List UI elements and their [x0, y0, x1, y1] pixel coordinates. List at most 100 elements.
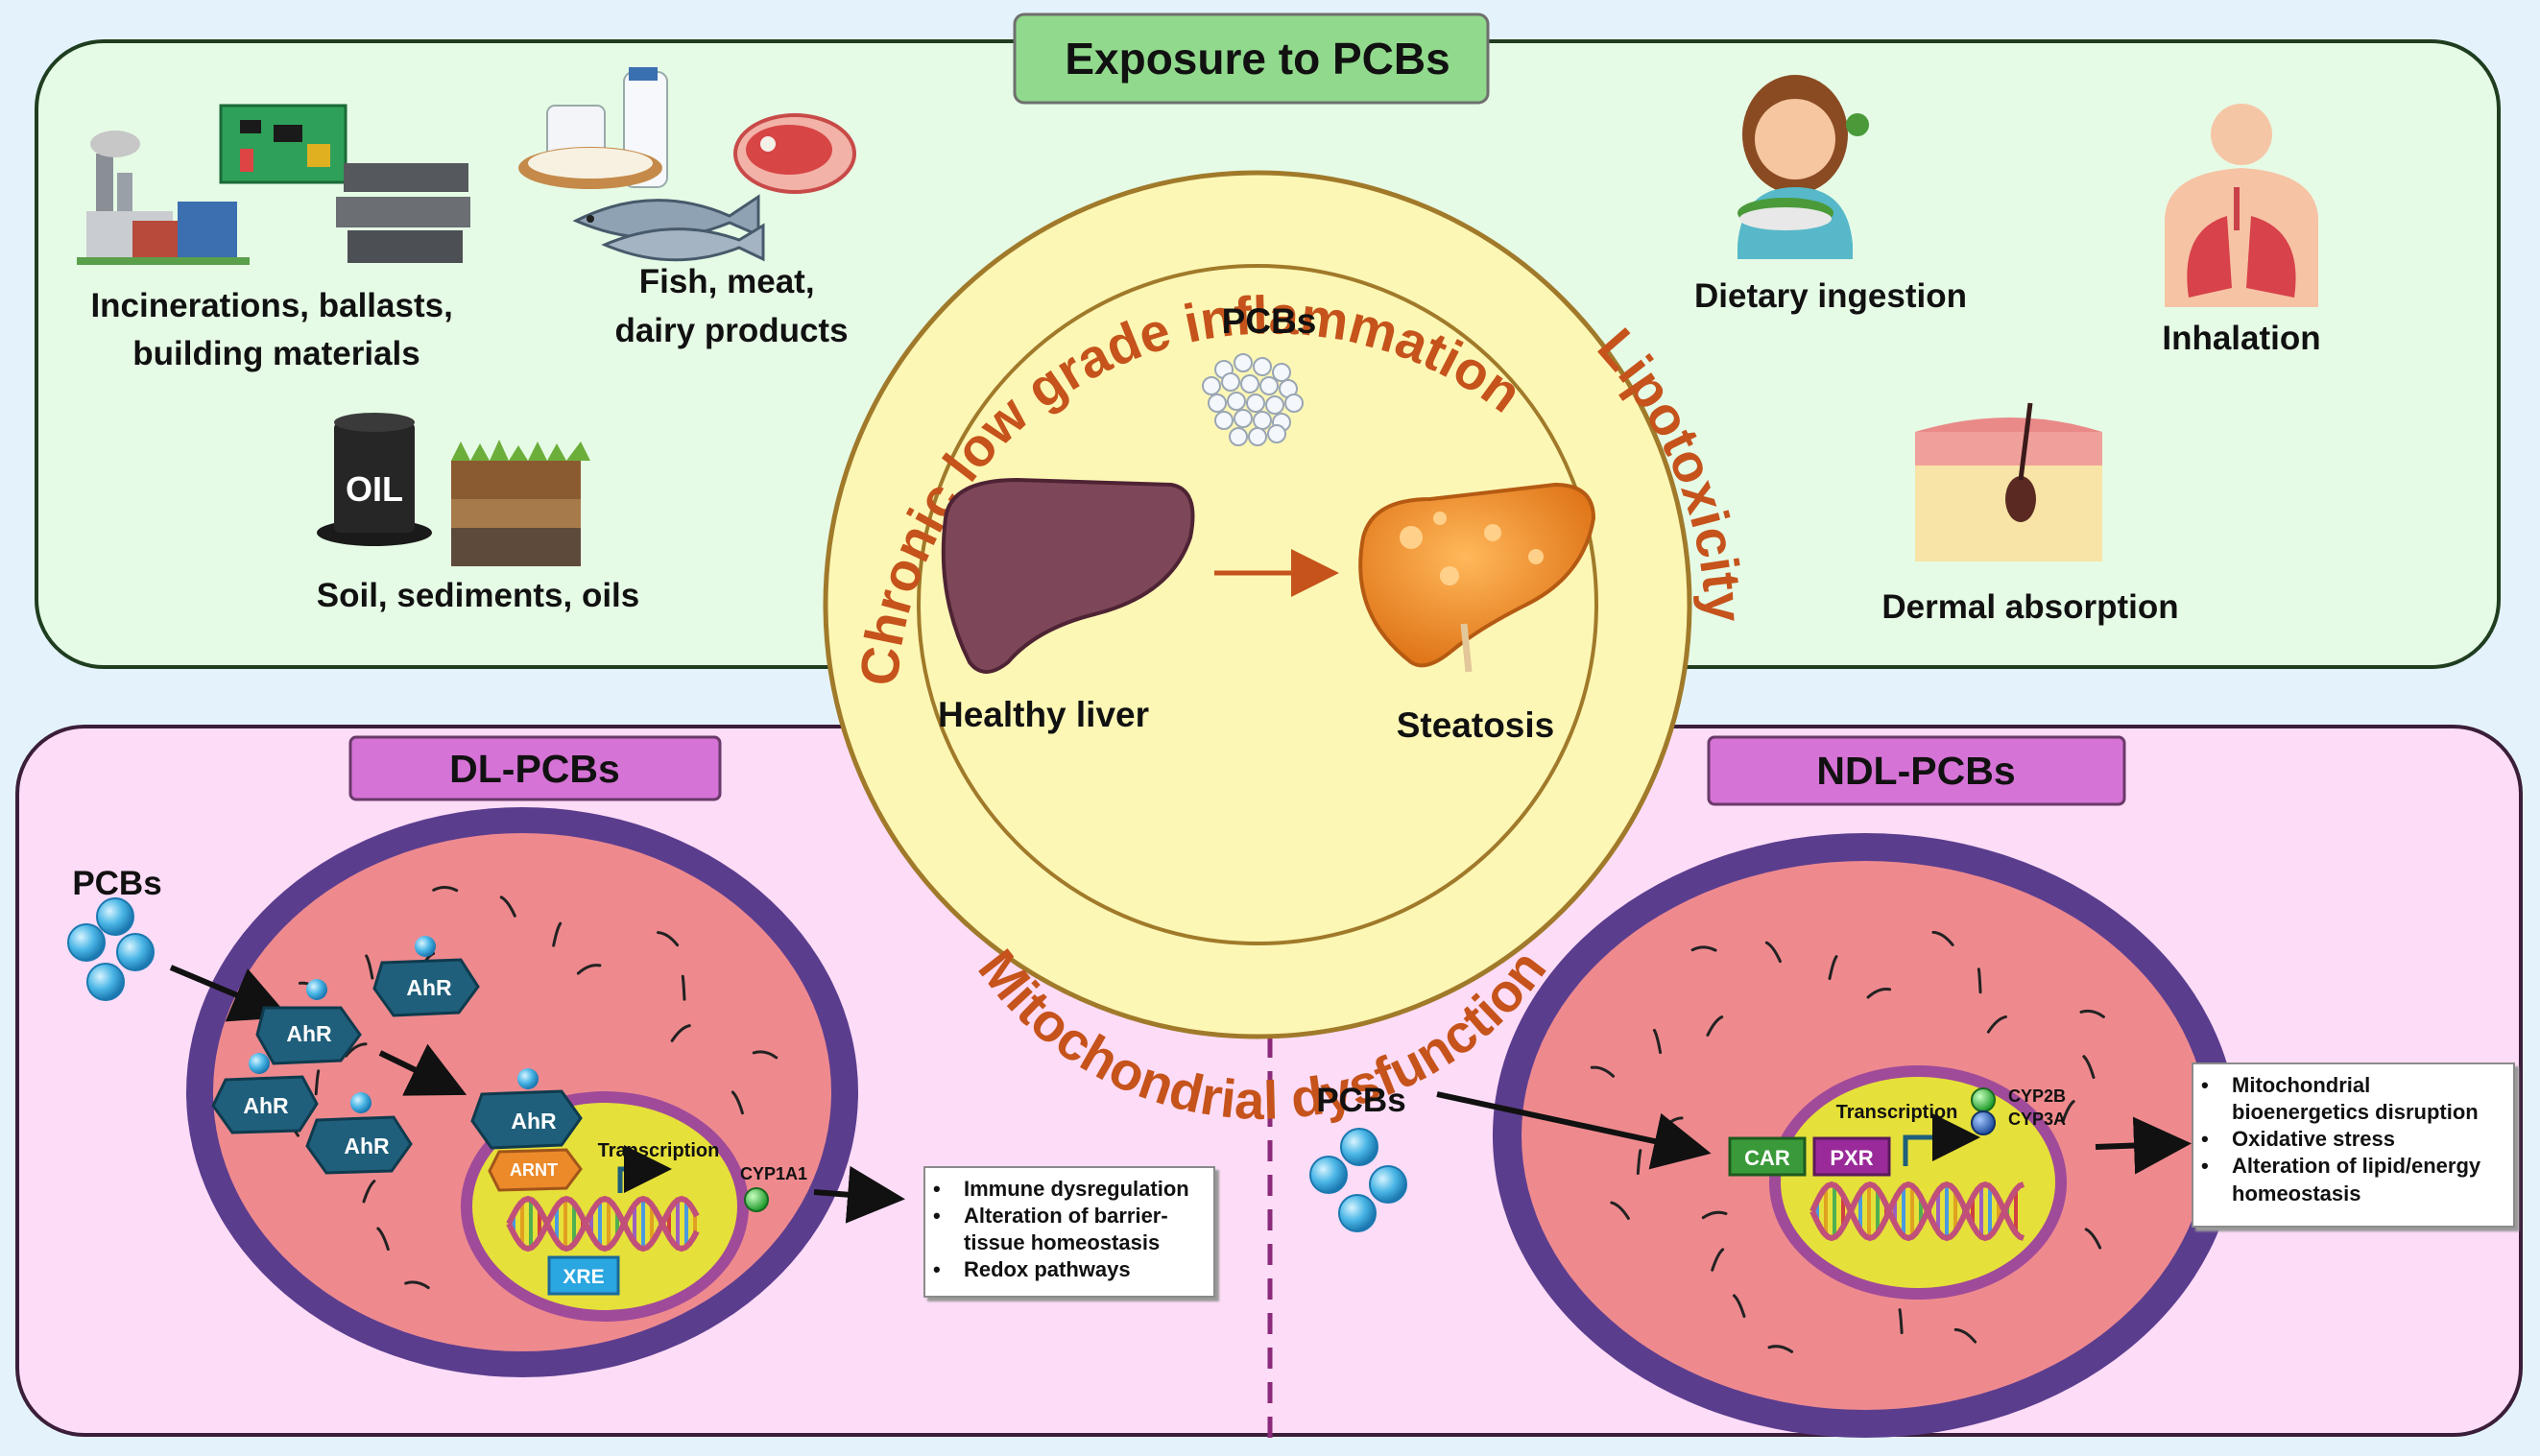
cytoplasm-mark [365, 954, 374, 980]
pcb-sphere [96, 897, 134, 936]
inner-circle [917, 264, 1598, 945]
cytoplasm-mark [752, 1050, 779, 1060]
pxr-receptor: PXR [1812, 1136, 1891, 1177]
source-industrial-label: Incinerations, ballasts, building materi… [90, 287, 462, 372]
pcb-particle [1214, 411, 1234, 430]
meat-icon [733, 113, 856, 194]
pcb-particle [1202, 376, 1221, 395]
circuit-board-icon [219, 104, 347, 184]
dl-transcription-arrow [617, 1145, 672, 1193]
dl-ahr-translocation-arrow [378, 1043, 467, 1096]
dl-pcb-entry-arrow [169, 965, 290, 1022]
svg-text:ARNT: ARNT [510, 1160, 558, 1180]
pcb-particle [1259, 376, 1279, 395]
pcb-particle [1272, 363, 1291, 382]
ndl-gene1-label: CYP2B [2008, 1086, 2066, 1106]
ndl-effect-item: Oxidative stress [2201, 1126, 2507, 1153]
pcb-particle [1253, 357, 1272, 376]
pcb-particle [1267, 424, 1286, 443]
car-receptor: CAR [1728, 1136, 1807, 1177]
route-dietary-label: Dietary ingestion [1694, 277, 1967, 315]
ndl-pcbs-label: PCBs [1316, 1082, 1405, 1119]
ndl-transcription-arrow [1903, 1113, 1980, 1166]
cytoplasm-mark [1652, 1028, 1663, 1055]
route-dermal-label: Dermal absorption [1881, 588, 2178, 626]
factory-icon [77, 131, 250, 265]
ndl-title: NDL-PCBs [1816, 749, 2015, 793]
svg-text:CAR: CAR [1744, 1146, 1790, 1170]
cytoplasm-mark [731, 1090, 744, 1115]
xre-element: XRE [547, 1255, 620, 1296]
ndl-effect-item: Alteration of lipid/energy homeostasis [2201, 1153, 2507, 1206]
cytoplasm-mark [1610, 1201, 1630, 1220]
dl-transcription-label: Transcription [598, 1140, 720, 1161]
cyp3a-protein [1971, 1110, 1996, 1135]
healthy-liver-label: Healthy liver [938, 695, 1149, 734]
source-food-label: Fish, meat, dairy products [614, 263, 848, 349]
ahr-receptor-3: AhR [211, 1053, 319, 1134]
pcb-particle [1240, 374, 1259, 394]
pcb-particle [1227, 392, 1246, 411]
pcb-particle [1229, 427, 1248, 446]
pcb-sphere [116, 933, 155, 971]
svg-text:AhR: AhR [243, 1093, 289, 1118]
dl-effect-item: Redox pathways [933, 1256, 1206, 1283]
source-soil-label: Soil, sediments, oils [317, 577, 639, 614]
cytoplasm-mark [2061, 1100, 2075, 1124]
cytoplasm-mark [1636, 1149, 1642, 1176]
ahr-receptor-1: AhR [255, 979, 362, 1065]
dl-dna-helix-icon [506, 1195, 700, 1253]
ndl-effect-item: Mitochondrial bioenergetics disruption [2201, 1072, 2507, 1126]
dl-effects-arrow [813, 1165, 905, 1224]
dl-effects-box: Immune dysregulation Alteration of barri… [923, 1166, 1215, 1298]
pcb-particle [1234, 409, 1253, 428]
dna-strand [506, 1195, 700, 1253]
ndl-pcb-entry-arrow [1436, 1091, 1712, 1170]
svg-text:AhR: AhR [511, 1109, 557, 1134]
cytoplasm-mark [376, 1227, 390, 1252]
pcb-particle [1248, 427, 1267, 446]
cytoplasm-mark [362, 1180, 376, 1204]
skin-section-icon [1915, 402, 2102, 561]
cytoplasm-mark [1711, 1248, 1725, 1272]
svg-text:AhR: AhR [406, 975, 452, 1000]
ndl-pcb-spheres-icon [1309, 1128, 1407, 1232]
steatosis-liver-icon [1358, 482, 1596, 673]
pcb-particle [1221, 372, 1240, 392]
cytoplasm-mark [404, 1280, 430, 1290]
cytoplasm-mark [670, 1024, 691, 1042]
ahr-receptor-nuclear: AhR [470, 1068, 583, 1150]
cytoplasm-mark [1690, 945, 1717, 952]
dl-pcb-spheres-icon [67, 897, 155, 1001]
cytoplasm-mark [2079, 1009, 2105, 1018]
oil-drum-text: OIL [346, 469, 403, 509]
cytoplasm-mark [432, 886, 459, 893]
dl-title: DL-PCBs [449, 747, 620, 791]
dairy-icon [518, 67, 668, 189]
dl-effects-list: Immune dysregulation Alteration of barri… [925, 1176, 1206, 1284]
steel-beams-icon [336, 163, 470, 263]
dna-strand [506, 1195, 700, 1253]
cytoplasm-mark [1764, 941, 1782, 964]
cytoplasm-mark [1732, 1294, 1746, 1318]
svg-text:AhR: AhR [344, 1134, 390, 1158]
ahr-receptor-2: AhR [372, 936, 480, 1017]
cyp2b-protein [1971, 1087, 1996, 1112]
center-pcbs-label: PCBs [1222, 301, 1317, 341]
cytoplasm-mark [1953, 1327, 1977, 1344]
ahr-receptor-4: AhR [305, 1092, 413, 1175]
cytoplasm-mark [499, 895, 516, 918]
pcb-particle [1234, 353, 1253, 372]
cytoplasm-mark [1590, 1065, 1616, 1078]
healthy-liver-icon [941, 477, 1195, 674]
cytoplasm-mark [657, 931, 680, 947]
dl-effect-item: Immune dysregulation [933, 1176, 1206, 1203]
pcb-sphere [1338, 1194, 1377, 1232]
pcb-particle [1246, 394, 1265, 413]
exposure-title-box: Exposure to PCBs [1013, 12, 1490, 105]
pcb-sphere [1309, 1156, 1348, 1194]
ndl-dna-helix-icon [1809, 1181, 2025, 1242]
ndl-gene2-label: CYP3A [2008, 1110, 2066, 1129]
pcb-sphere [1340, 1128, 1378, 1166]
